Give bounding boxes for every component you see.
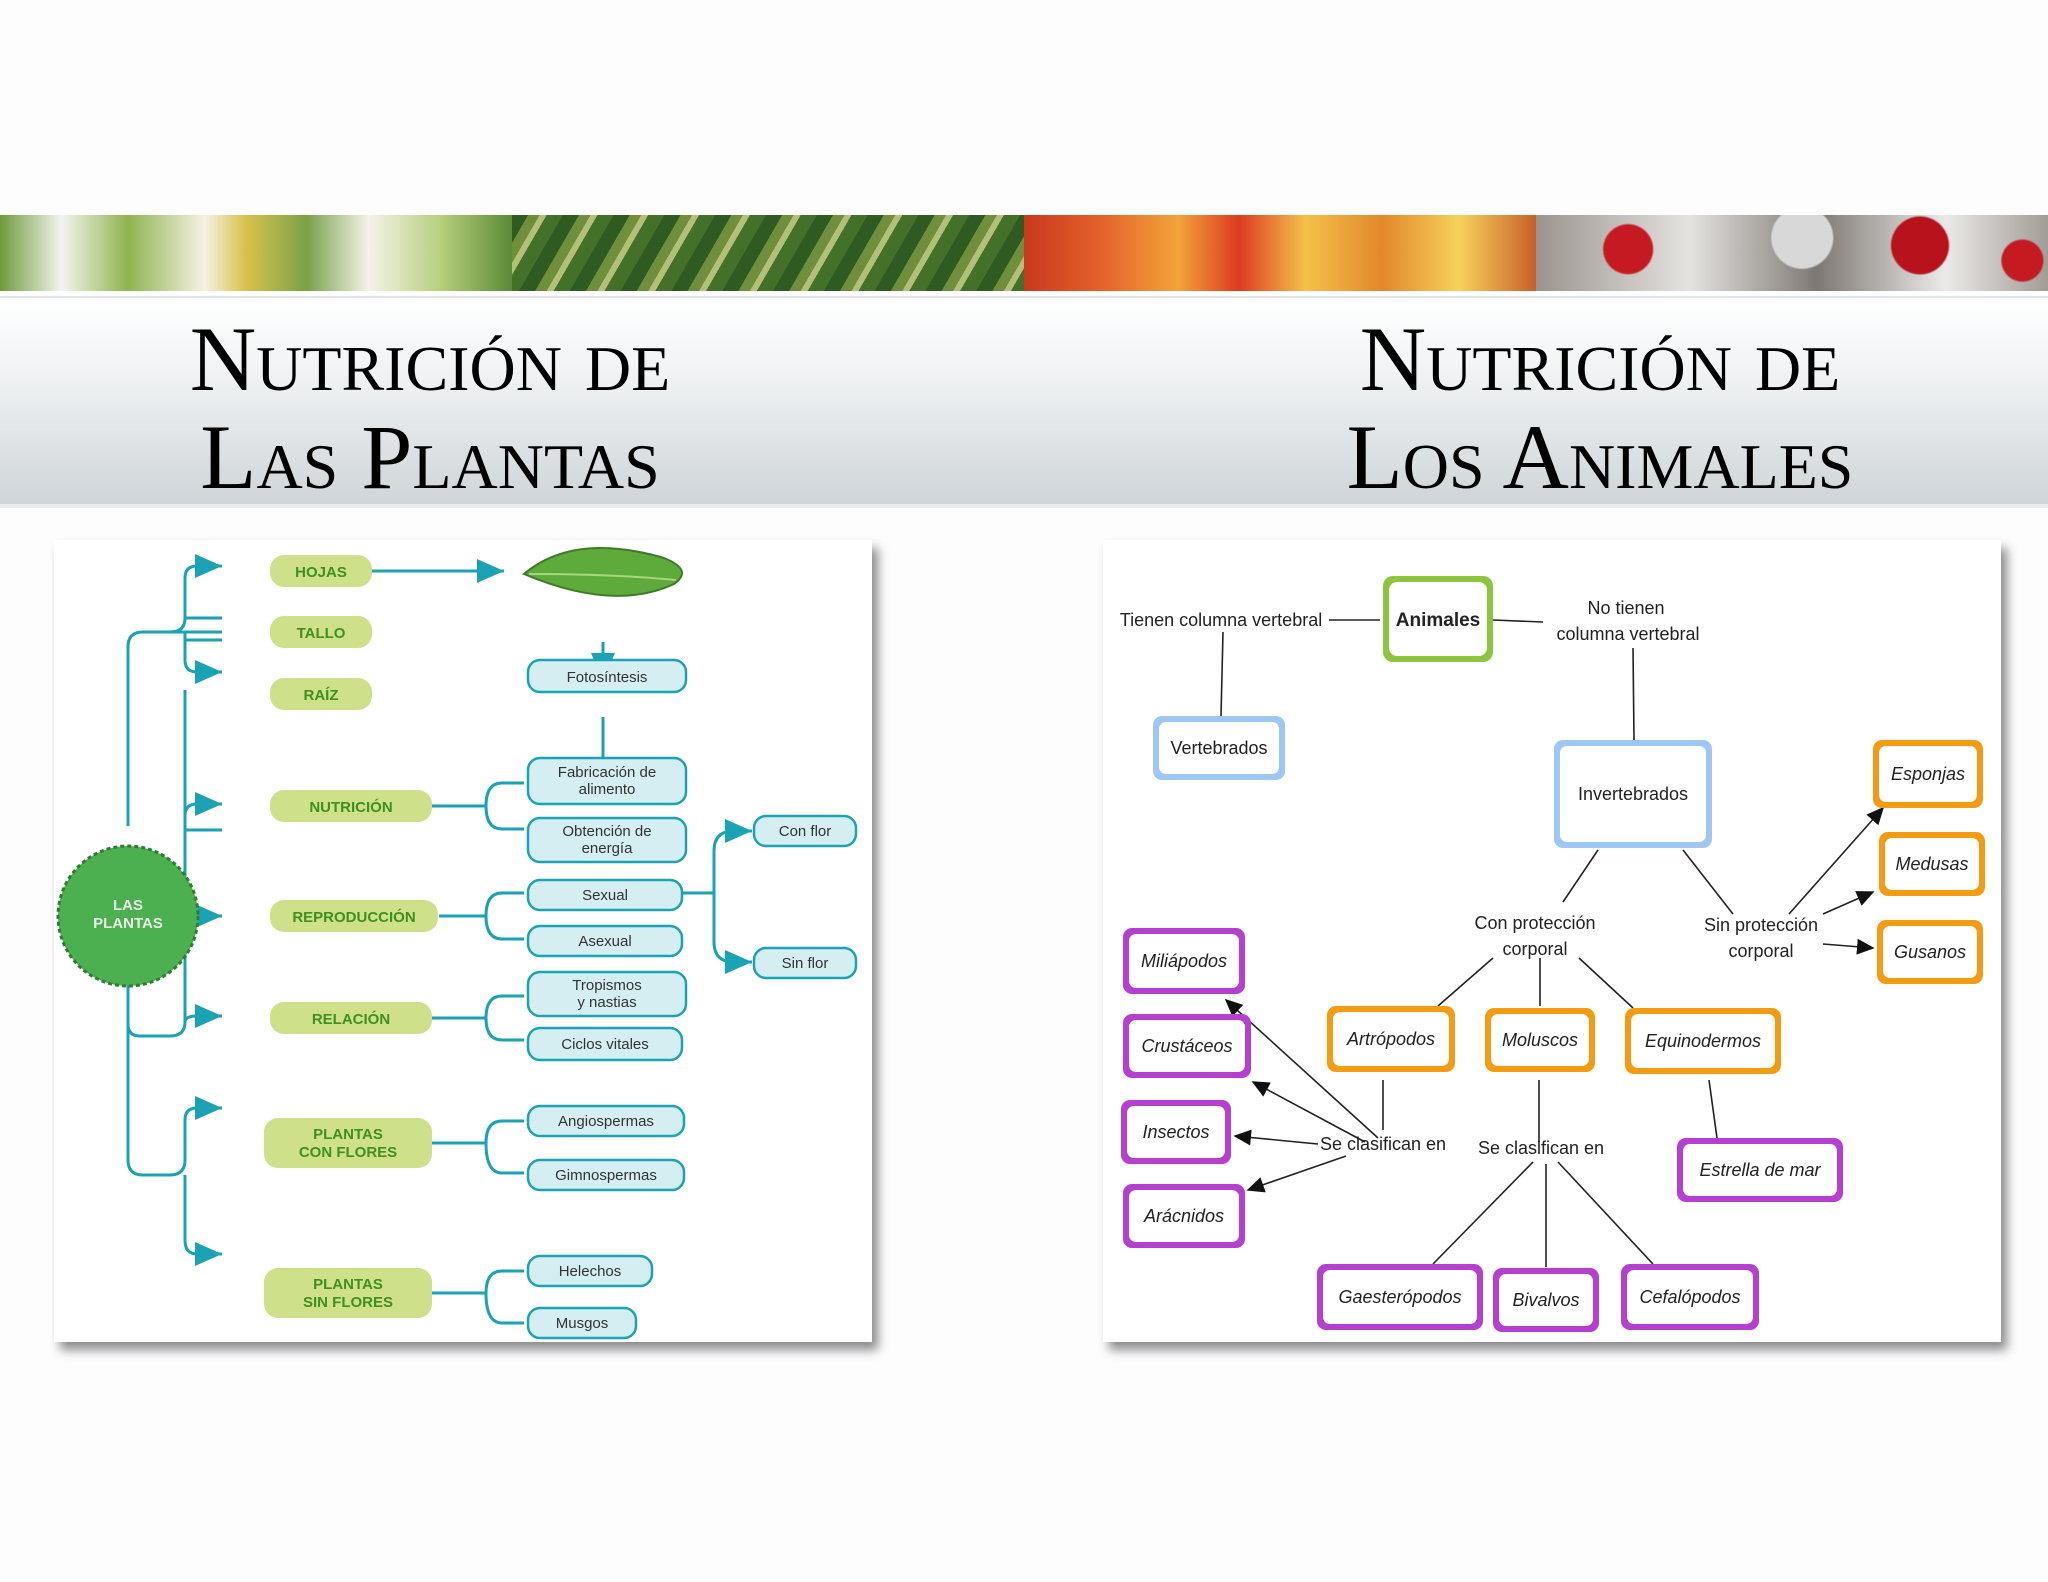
node-nutricion: NUTRICIÓN (270, 790, 432, 822)
musgos-label: Musgos (556, 1315, 609, 1332)
node-tallo: TALLO (270, 616, 372, 648)
node-invertebrados: Invertebrados (1554, 740, 1712, 848)
node-esponjas: Esponjas (1873, 740, 1983, 808)
node-raiz: RAÍZ (270, 678, 372, 710)
angiospermas-label: Angiospermas (558, 1113, 654, 1130)
raiz-label: RAÍZ (304, 687, 339, 704)
node-relacion: RELACIÓN (270, 1002, 432, 1034)
node-crustaceos: Crustáceos (1123, 1014, 1251, 1078)
seasonal-photo-banner (0, 215, 2048, 291)
node-gusanos: Gusanos (1877, 920, 1983, 984)
estrella-label: Estrella de mar (1699, 1160, 1821, 1180)
daisy-photo (0, 215, 512, 291)
node-aracnidos: Arácnidos (1123, 1184, 1245, 1248)
title-plants: Nutrición de Las Plantas (189, 308, 671, 508)
palm-photo (512, 215, 1024, 291)
leaf-icon (522, 547, 683, 597)
artropodos-label: Artrópodos (1346, 1029, 1435, 1049)
crustaceos-label: Crustáceos (1141, 1036, 1232, 1056)
nutricion-label: NUTRICIÓN (309, 798, 392, 816)
gusanos-label: Gusanos (1894, 942, 1966, 962)
winter-berries-photo (1536, 215, 2048, 291)
node-medusas: Medusas (1879, 832, 1985, 896)
node-moluscos: Moluscos (1485, 1008, 1595, 1072)
con-flor-label: Con flor (779, 823, 832, 840)
asexual-label: Asexual (578, 933, 631, 950)
bivalvos-label: Bivalvos (1512, 1290, 1579, 1310)
se-clasifican-2-label: Se clasifican en (1478, 1138, 1604, 1158)
autumn-leaves-photo (1024, 215, 1536, 291)
blue-node-shapes (526, 658, 858, 1340)
vertebrados-label: Vertebrados (1170, 738, 1267, 758)
equinodermos-label: Equinodermos (1645, 1031, 1761, 1051)
aracnidos-label: Arácnidos (1143, 1206, 1224, 1226)
animales-label: Animales (1396, 610, 1480, 631)
node-estrella-de-mar: Estrella de mar (1677, 1138, 1843, 1202)
purple-nodes: Miliápodos Crustáceos Insectos Arácnidos… (1121, 928, 1843, 1332)
node-hojas: HOJAS (270, 555, 372, 587)
node-animales: Animales (1383, 576, 1493, 662)
helechos-label: Helechos (559, 1263, 622, 1280)
node-gaesteropodos: Gaesterópodos (1317, 1264, 1483, 1330)
se-clasifican-1-label: Se clasifican en (1320, 1134, 1446, 1154)
node-miliapodos: Miliápodos (1123, 928, 1245, 994)
node-reproduccion: REPRODUCCIÓN (270, 900, 438, 932)
node-vertebrados: Vertebrados (1153, 716, 1285, 780)
insectos-label: Insectos (1142, 1122, 1209, 1142)
plants-connectors (126, 554, 752, 1325)
relacion-label: RELACIÓN (312, 1010, 390, 1028)
node-artropodos: Artrópodos (1327, 1006, 1455, 1072)
gimnospermas-label: Gimnospermas (555, 1167, 657, 1184)
node-insectos: Insectos (1121, 1100, 1231, 1164)
hojas-label: HOJAS (295, 564, 347, 581)
tienen-columna-label: Tienen columna vertebral (1120, 610, 1322, 630)
cefalopodos-label: Cefalópodos (1639, 1287, 1740, 1307)
ciclos-label: Ciclos vitales (561, 1036, 649, 1053)
orange-nodes: Esponjas Medusas Gusanos Artrópodos Molu… (1327, 740, 1985, 1074)
tallo-label: TALLO (297, 625, 346, 642)
sin-flor-label: Sin flor (782, 955, 829, 972)
reproduccion-label: REPRODUCCIÓN (292, 908, 415, 926)
animals-connectors (1220, 619, 1885, 1267)
gaesteropodos-label: Gaesterópodos (1338, 1287, 1461, 1307)
title-bar (0, 296, 2048, 508)
sexual-label: Sexual (582, 887, 628, 904)
title-animals: Nutrición de Los Animales (1346, 308, 1854, 508)
node-cefalopodos: Cefalópodos (1621, 1264, 1759, 1330)
fotosintesis-label: Fotosíntesis (567, 669, 648, 686)
invertebrados-label: Invertebrados (1578, 784, 1688, 804)
medusas-label: Medusas (1895, 854, 1968, 874)
node-bivalvos: Bivalvos (1493, 1268, 1599, 1332)
moluscos-label: Moluscos (1502, 1030, 1578, 1050)
node-equinodermos: Equinodermos (1625, 1008, 1781, 1074)
esponjas-label: Esponjas (1891, 764, 1965, 784)
miliapodos-label: Miliápodos (1141, 951, 1227, 971)
